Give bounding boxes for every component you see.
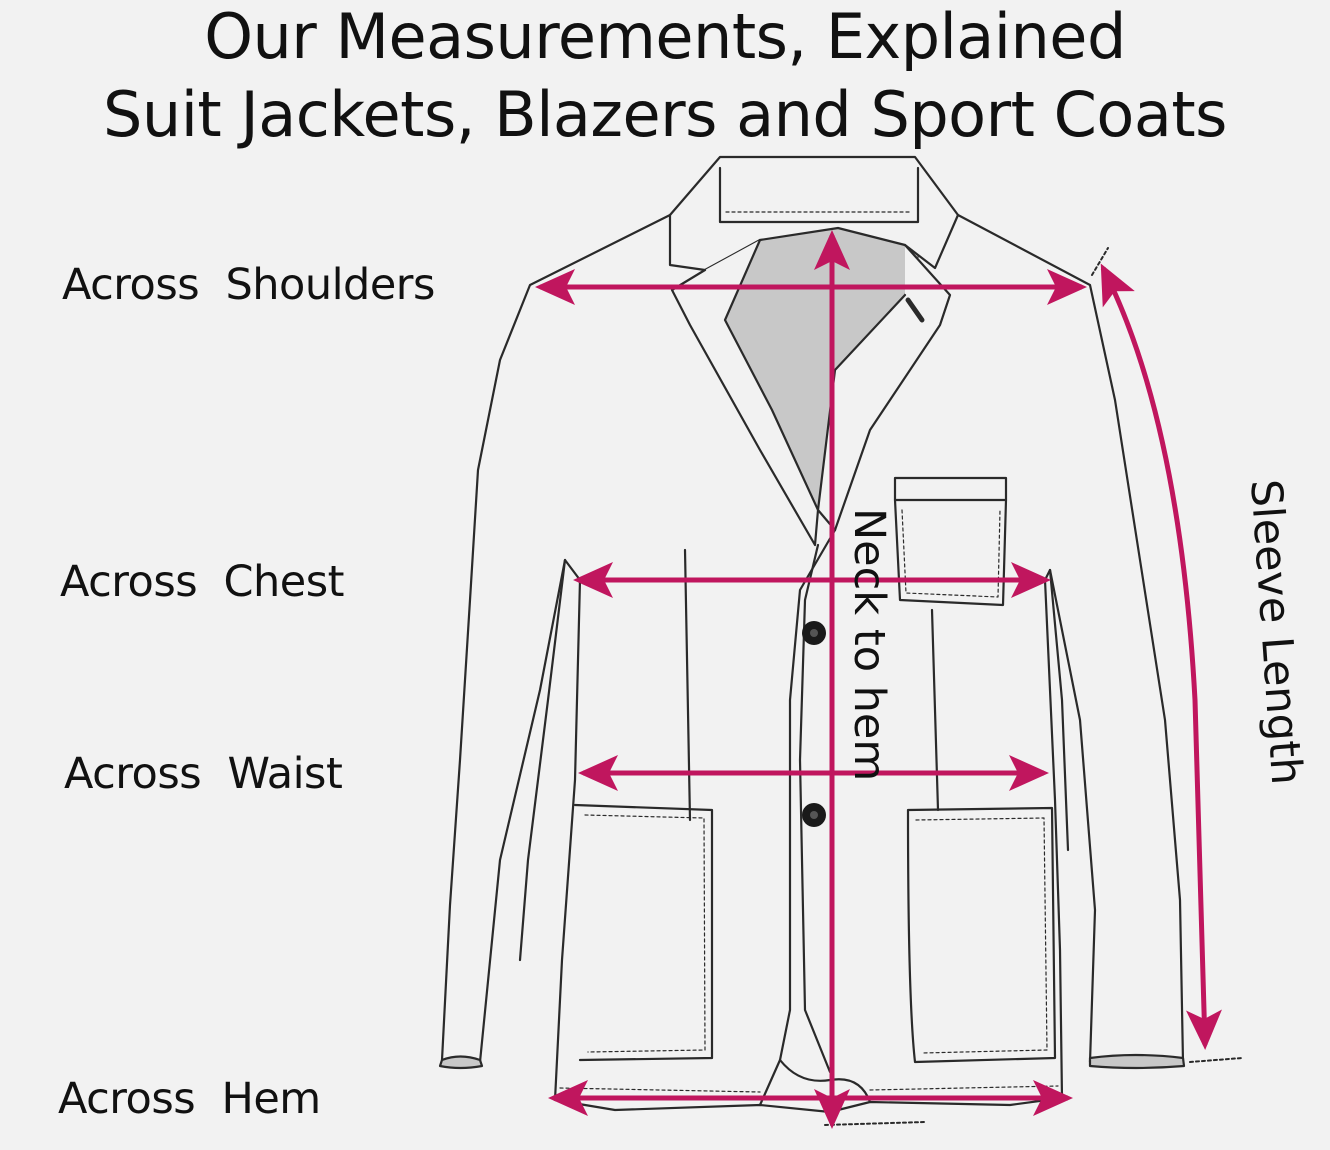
sleeve-bottom-tick [1189,1057,1243,1063]
buttons [802,621,826,827]
right-cuff [1088,1053,1186,1070]
label-across-hem: Across Hem [58,1074,321,1124]
right-sleeve-seam [1048,568,1070,852]
label-across-chest: Across Chest [60,557,344,607]
arrow-sleeve-length [1100,263,1222,1050]
front-dart-left [683,548,692,822]
diagram-subtitle: Suit Jackets, Blazers and Sport Coats [103,78,1227,151]
diagram-title: Our Measurements, Explained [204,0,1126,73]
jacket-outline [438,155,1243,1126]
left-sleeve-seam [518,558,567,962]
label-across-shoulders: Across Shoulders [62,260,435,310]
right-patch-pocket [906,806,1057,1064]
chest-pocket [893,476,1008,502]
chest-pocket-stitch [901,509,1001,598]
right-pocket-stitch [915,817,1048,1054]
hem-bottom-tick [824,1121,926,1126]
label-neck-to-hem: Neck to hem [844,508,894,782]
measurement-arrows [535,230,1222,1129]
left-pocket-stitch [584,814,706,1053]
sleeve-top-tick [1091,247,1109,276]
collar-stand [718,166,920,224]
left-patch-pocket [573,803,714,1062]
front-dart-right [930,608,940,812]
hem-stitch [559,1085,1059,1093]
left-cuff [438,1055,484,1070]
label-across-waist: Across Waist [64,749,343,799]
chest-pocket-body [893,498,1008,607]
